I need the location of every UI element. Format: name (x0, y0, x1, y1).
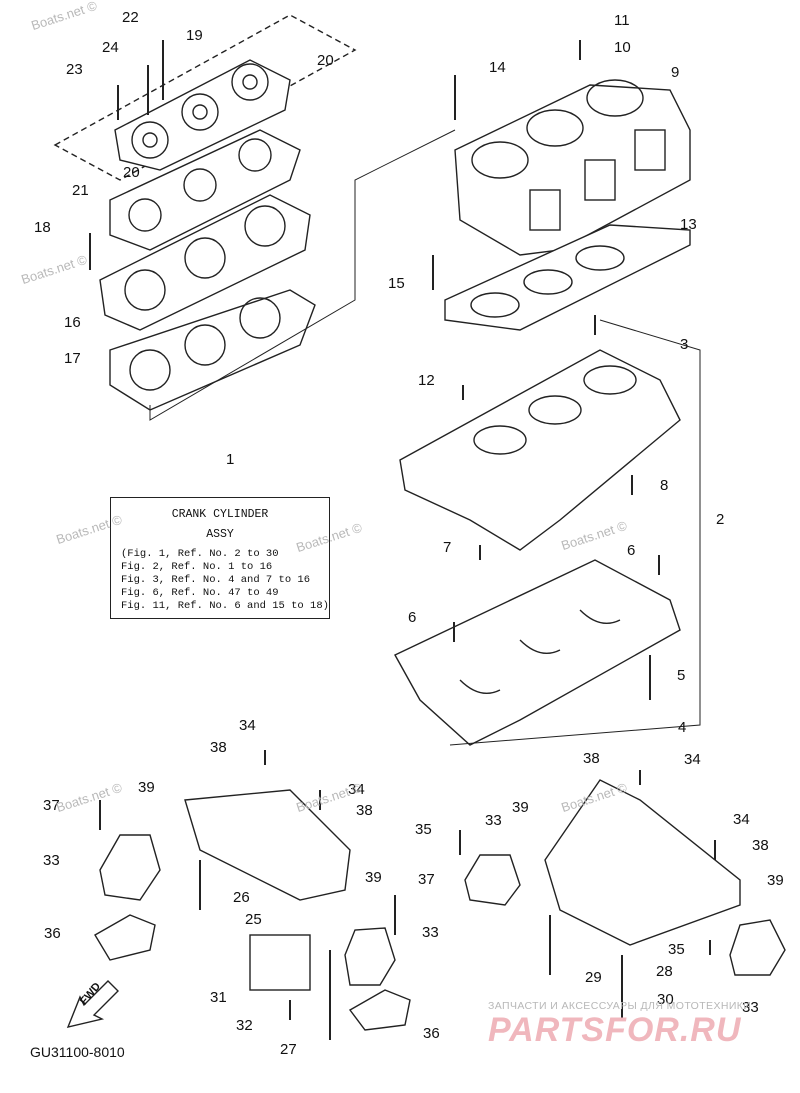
callout-38a: 38 (210, 739, 227, 756)
callout-33b: 33 (422, 924, 439, 941)
callout-24: 24 (102, 39, 119, 56)
rubber-mount-left (99, 834, 161, 901)
box-title-line2: ASSY (206, 528, 234, 541)
mount-plate-left (94, 914, 156, 961)
box-ref-line: (Fig. 1, Ref. No. 2 to 30 (121, 548, 279, 560)
callout-25: 25 (245, 911, 262, 928)
callout-39a: 39 (138, 779, 155, 796)
callout-38d: 38 (752, 837, 769, 854)
shop-logo: PARTSFOR.RU (488, 1011, 742, 1049)
dashed-group-box (53, 14, 357, 181)
crankcase-upper (399, 349, 681, 551)
callout-27: 27 (280, 1041, 297, 1058)
fwd-arrow-icon (66, 980, 119, 1028)
callout-39d: 39 (767, 872, 784, 889)
callout-15: 15 (388, 275, 405, 292)
callout-1: 1 (226, 451, 235, 468)
callout-38b: 38 (356, 802, 373, 819)
callout-35a: 35 (415, 821, 432, 838)
callout-34b: 34 (348, 781, 365, 798)
shop-tagline: ЗАПЧАСТИ И АКСЕССУАРЫ ДЛЯ МОТОТЕХНИКИ (488, 1000, 752, 1012)
callout-30: 30 (657, 991, 674, 1008)
callout-20b: 20 (123, 164, 140, 181)
mount-plate-right (348, 989, 411, 1031)
cylinder-head (99, 194, 311, 331)
callout-5: 5 (677, 667, 686, 684)
head-gasket (109, 289, 316, 411)
crankcase-lower (394, 559, 681, 746)
box-refs: (Fig. 1, Ref. No. 2 to 30 Fig. 2, Ref. N… (121, 548, 329, 613)
box-ref-line: Fig. 3, Ref. No. 4 and 7 to 16 (121, 574, 311, 586)
box-ref-line: Fig. 11, Ref. No. 6 and 15 to 18) (121, 600, 329, 612)
assembly-reference-box: CRANK CYLINDER ASSY (Fig. 1, Ref. No. 2 … (110, 497, 330, 619)
callout-6a: 6 (627, 542, 636, 559)
callout-36a: 36 (44, 925, 61, 942)
callout-13: 13 (680, 216, 697, 233)
callout-12: 12 (418, 372, 435, 389)
callout-33a: 33 (43, 852, 60, 869)
callout-22: 22 (122, 9, 139, 26)
callout-34c: 34 (684, 751, 701, 768)
mount-bracket-left (184, 789, 351, 901)
callout-18: 18 (34, 219, 51, 236)
box-ref-line: Fig. 2, Ref. No. 1 to 16 (121, 561, 273, 573)
callout-8: 8 (660, 477, 669, 494)
bolts (89, 40, 716, 1040)
callout-19: 19 (186, 27, 203, 44)
callout-29: 29 (585, 969, 602, 986)
box-title-line1: CRANK CYLINDER (171, 508, 269, 521)
diagram-code: GU31100-8010 (30, 1044, 125, 1060)
callout-39c: 39 (512, 799, 529, 816)
callout-17: 17 (64, 350, 81, 367)
head-plate-upper (109, 129, 301, 251)
callout-6b: 6 (408, 609, 417, 626)
callout-16: 16 (64, 314, 81, 331)
callout-33d: 33 (742, 999, 759, 1016)
cylinder-block (454, 79, 691, 256)
callout-14: 14 (489, 59, 506, 76)
callout-20a: 20 (317, 52, 334, 69)
callout-21: 21 (72, 182, 89, 199)
mount-block (249, 934, 311, 991)
callout-36b: 36 (423, 1025, 440, 1042)
rubber-mount-mid (344, 927, 396, 986)
callout-38c: 38 (583, 750, 600, 767)
cylinder-head-cover (114, 59, 291, 171)
callout-37a: 37 (43, 797, 60, 814)
callout-10: 10 (614, 39, 631, 56)
callout-37b: 37 (418, 871, 435, 888)
callout-33c: 33 (485, 812, 502, 829)
callout-35b: 35 (668, 941, 685, 958)
callout-32: 32 (236, 1017, 253, 1034)
callout-9: 9 (671, 64, 680, 81)
callout-2: 2 (716, 511, 725, 528)
rubber-mount-right (729, 919, 786, 976)
callout-39b: 39 (365, 869, 382, 886)
callout-28: 28 (656, 963, 673, 980)
callout-34a: 34 (239, 717, 256, 734)
callout-26: 26 (233, 889, 250, 906)
cylinder-gasket (444, 224, 691, 331)
callout-3: 3 (680, 336, 689, 353)
box-ref-line: Fig. 6, Ref. No. 47 to 49 (121, 587, 279, 599)
callout-7: 7 (443, 539, 452, 556)
rubber-mount-center (464, 854, 521, 906)
callout-31: 31 (210, 989, 227, 1006)
mount-bracket-right (544, 779, 741, 946)
callout-11: 11 (614, 12, 630, 29)
callout-34d: 34 (733, 811, 750, 828)
callout-4: 4 (678, 719, 687, 736)
callout-23: 23 (66, 61, 83, 78)
